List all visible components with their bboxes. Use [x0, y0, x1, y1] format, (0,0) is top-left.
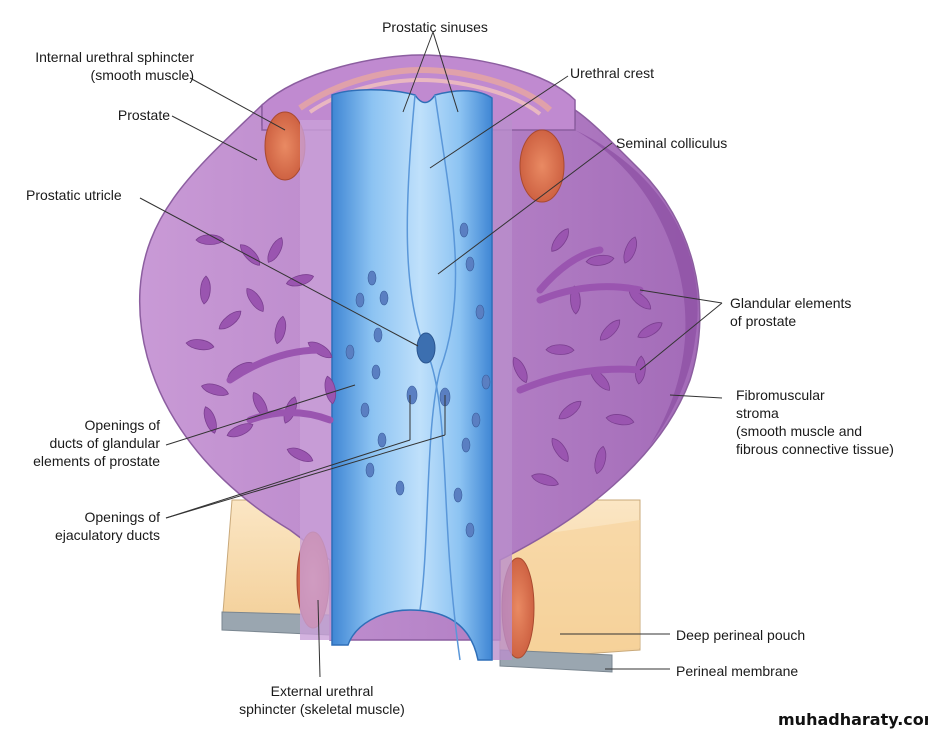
duct-opening: [360, 402, 370, 418]
duct-opening: [465, 256, 475, 272]
label-seminal-colliculus: Seminal colliculus: [616, 134, 727, 152]
gland-lobule: [558, 400, 582, 420]
gland-lobule: [203, 406, 217, 434]
gland-lobule: [512, 356, 528, 384]
label-fibromuscular-line2: stroma: [736, 405, 779, 421]
label-prostatic-utricle: Prostatic utricle: [26, 186, 122, 204]
gland-duct: [246, 409, 334, 424]
gland-lobule: [531, 473, 559, 486]
label-openings-glandular-ducts: Openings of ducts of glandular elements …: [0, 416, 160, 470]
gland-lobule: [324, 375, 337, 405]
label-internal-sphincter-line1: Internal urethral sphincter: [35, 49, 194, 65]
duct-opening: [453, 487, 463, 503]
label-fibromuscular-line3: (smooth muscle and: [736, 423, 863, 439]
prostatic-utricle-opening: [416, 332, 436, 364]
prostate-shading: [575, 130, 698, 445]
label-external-sphincter-line2: sphincter (skeletal muscle): [239, 701, 405, 717]
gland-duct: [516, 365, 644, 394]
duct-opening: [406, 385, 418, 405]
label-fibromuscular-line1: Fibromuscular: [736, 387, 825, 403]
label-glandular-line2: of prostate: [730, 313, 797, 329]
duct-opening: [481, 374, 491, 390]
label-deep-perineal-pouch-text: Deep perineal pouch: [676, 627, 806, 643]
duct-opening: [373, 327, 383, 343]
prostatic-urethra: [331, 89, 493, 661]
duct-opening: [355, 292, 365, 308]
label-openings-ejac-line2: ejaculatory ducts: [54, 527, 160, 543]
duct-opening: [465, 522, 475, 538]
label-openings-glandular-line3: elements of prostate: [33, 453, 160, 469]
cut-plane-right: [492, 120, 512, 660]
duct-opening: [365, 462, 375, 478]
gland-lobule: [201, 383, 229, 396]
duct-opening: [475, 304, 485, 320]
label-openings-glandular-line1: Openings of: [84, 417, 161, 433]
gland-lobule: [585, 254, 615, 266]
label-perineal-membrane-text: Perineal membrane: [676, 663, 799, 679]
label-urethral-crest: Urethral crest: [570, 64, 654, 82]
label-prostatic-utricle-text: Prostatic utricle: [26, 187, 122, 203]
label-openings-glandular-line2: ducts of glandular: [49, 435, 160, 451]
label-internal-urethral-sphincter: Internal urethral sphincter (smooth musc…: [0, 48, 194, 84]
label-internal-sphincter-line2: (smooth muscle): [90, 67, 194, 83]
glandular-elements: [185, 228, 663, 486]
gland-lobule: [605, 414, 635, 426]
duct-opening: [461, 437, 471, 453]
label-prostate-text: Prostate: [117, 107, 170, 123]
duct-opening: [459, 222, 469, 238]
duct-opening: [395, 480, 405, 496]
watermark: muhadharaty.com: [778, 710, 928, 729]
label-prostatic-sinuses-text: Prostatic sinuses: [382, 19, 488, 35]
duct-opening: [367, 270, 377, 286]
gland-lobule: [551, 437, 569, 463]
gland-lobule: [195, 234, 225, 245]
label-prostate: Prostate: [60, 106, 170, 124]
label-glandular-line1: Glandular elements: [730, 295, 852, 311]
gland-duct: [536, 283, 644, 304]
duct-opening: [379, 290, 389, 306]
duct-opening: [371, 364, 381, 380]
label-openings-ejaculatory-ducts: Openings of ejaculatory ducts: [0, 508, 160, 544]
label-prostatic-sinuses: Prostatic sinuses: [360, 18, 510, 36]
gland-lobule: [551, 228, 569, 252]
label-openings-ejac-line1: Openings of: [84, 509, 161, 525]
label-external-sphincter-line1: External urethral: [270, 683, 374, 699]
gland-lobule: [285, 274, 315, 287]
gland-lobule: [286, 447, 314, 462]
gland-lobule: [246, 288, 264, 312]
label-seminal-colliculus-text: Seminal colliculus: [616, 135, 728, 151]
gland-lobule: [200, 275, 211, 305]
gland-lobule: [226, 423, 254, 438]
label-deep-perineal-pouch: Deep perineal pouch: [676, 626, 805, 644]
gland-lobule: [623, 236, 637, 264]
gland-duct: [536, 246, 604, 294]
label-glandular-elements: Glandular elements of prostate: [730, 294, 851, 330]
gland-lobule: [267, 237, 283, 263]
internal-sphincter-muscle: [264, 111, 565, 203]
gland-lobule: [594, 445, 607, 475]
label-fibromuscular-line4: fibrous connective tissue): [736, 441, 894, 457]
label-urethral-crest-text: Urethral crest: [570, 65, 655, 81]
gland-lobule: [274, 315, 287, 345]
label-fibromuscular-stroma: Fibromuscular stroma (smooth muscle and …: [736, 386, 894, 458]
duct-opening: [377, 432, 387, 448]
gland-lobule: [218, 310, 242, 330]
gland-lobule: [185, 339, 215, 351]
gland-lobule: [637, 322, 663, 339]
gland-duct: [226, 346, 324, 384]
duct-opening: [471, 412, 481, 428]
label-perineal-membrane: Perineal membrane: [676, 662, 798, 680]
gland-lobule: [545, 344, 575, 355]
label-external-urethral-sphincter: External urethral sphincter (skeletal mu…: [212, 682, 432, 718]
leader-lines: [139, 31, 723, 678]
duct-openings: [345, 222, 491, 538]
gland-lobule: [599, 319, 621, 341]
duct-opening: [345, 344, 355, 360]
